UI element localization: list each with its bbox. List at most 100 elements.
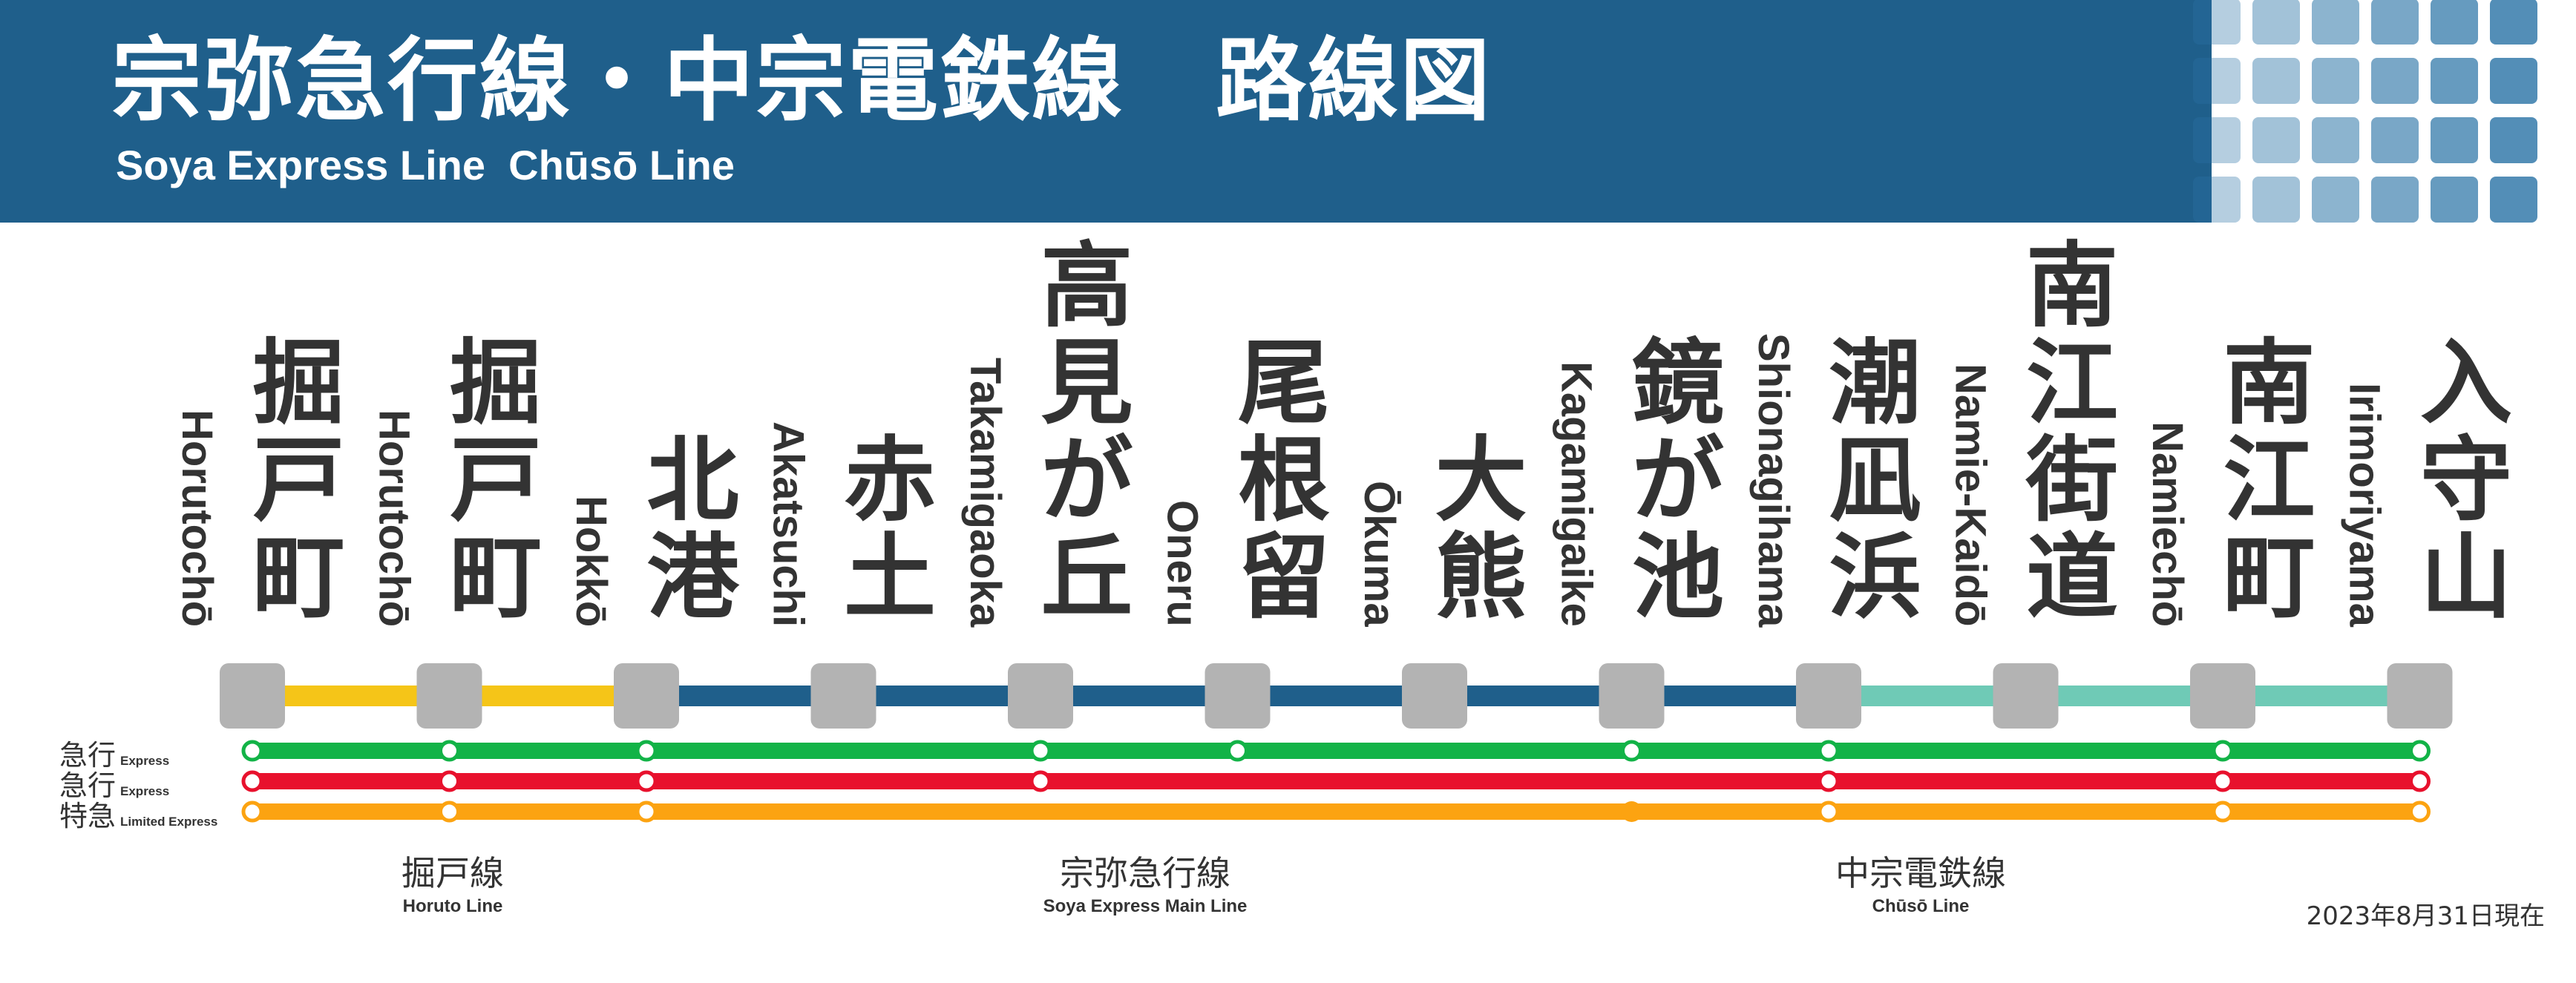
header-tile (2312, 177, 2359, 223)
track-segment (1270, 686, 1402, 706)
header-tile (2312, 0, 2359, 45)
service-name-ja: 急行 (59, 739, 117, 772)
header-tile (2490, 177, 2537, 223)
header-tile (2371, 117, 2419, 163)
header-tile (2431, 0, 2478, 45)
station-name-ja: 大熊 (1435, 427, 1527, 631)
header-tile (2252, 0, 2300, 45)
stop-marker (439, 770, 460, 792)
station-name-ja: 鏡が池 (1631, 330, 1724, 631)
stop-marker (1818, 800, 1840, 823)
header-tile (2371, 0, 2419, 45)
station-box (1993, 663, 2059, 729)
header-tile (2371, 58, 2419, 104)
station-box (614, 663, 679, 729)
station-name-en: Takamigaoka (961, 357, 1009, 627)
track-segment (482, 686, 614, 706)
station-name-en: Horutochō (173, 409, 221, 627)
header-tile (2490, 117, 2537, 163)
station-name-ja: 高見が丘 (1040, 233, 1133, 631)
station-name-en: Irimoriyama (2340, 383, 2389, 627)
track-segment (2058, 686, 2190, 706)
station-box (2387, 663, 2453, 729)
station-name-en: Shionagihama (1749, 332, 1797, 627)
stop-marker (1621, 801, 1642, 822)
section-name-en: Soya Express Main Line (1043, 896, 1248, 917)
station-box (1402, 663, 1467, 729)
station-name: Takamigaoka 高見が丘 (955, 233, 1152, 631)
stop-marker (635, 770, 658, 792)
station-name: Kagamigaike 鏡が池 (1547, 241, 1743, 631)
station-name-en: Namie-Kaidō (1946, 364, 1995, 627)
track-segment (876, 686, 1008, 706)
track-segment (1861, 686, 1993, 706)
page-subtitle: Soya Express Line Chūsō Line (116, 142, 735, 188)
section-name-en: Horuto Line (402, 896, 503, 917)
service-lines (241, 740, 2431, 823)
header-tile (2431, 58, 2478, 104)
header-tile (2252, 58, 2300, 104)
station-name-en: Horutochō (370, 409, 419, 627)
station-name: Ōkuma 大熊 (1349, 241, 1546, 631)
stop-marker (1818, 740, 1840, 762)
header-tile (2193, 117, 2241, 163)
station-box (1008, 663, 1073, 729)
track-segment (1467, 686, 1599, 706)
header-tile (2312, 117, 2359, 163)
station-box (2190, 663, 2255, 729)
section-name-ja: 宗弥急行線 (1060, 853, 1230, 893)
station-name-ja: 赤土 (843, 427, 936, 631)
station-name-ja: 尾根留 (1237, 330, 1330, 631)
stop-marker (1227, 740, 1248, 762)
station-name-ja: 北港 (646, 427, 739, 631)
as-of-date: 2023年8月31日現在 (2306, 901, 2545, 931)
header-tile (2431, 177, 2478, 223)
header-tile (2490, 0, 2537, 45)
stop-marker (241, 800, 263, 823)
header-tile (2371, 177, 2419, 223)
stop-marker (439, 800, 460, 823)
station-name: Horutochō 掘戸町 (167, 241, 364, 631)
header-tile (2193, 0, 2241, 45)
stop-marker (2409, 740, 2431, 762)
station-name-en: Akatsuchi (764, 421, 813, 627)
station-box (1796, 663, 1861, 729)
station-name-ja: 掘戸町 (252, 330, 345, 631)
header-tile (2193, 177, 2241, 223)
section-label: 掘戸線 Horuto Line (230, 853, 675, 919)
service-name-en: Limited Express (120, 815, 218, 829)
section-name-ja: 掘戸線 (402, 853, 504, 893)
stop-marker (635, 740, 658, 762)
header-tile (2252, 117, 2300, 163)
stop-marker (241, 740, 263, 762)
station-box (1599, 663, 1665, 729)
header-banner: 宗弥急行線・中宗電鉄線 路線図 Soya Express Line Chūsō … (0, 0, 2537, 223)
stop-marker (439, 740, 460, 762)
decorative-tile-pattern (2193, 0, 2537, 223)
station-box (220, 663, 285, 729)
station-name-ja: 潮凪浜 (1829, 330, 1921, 631)
service-name-ja: 急行 (59, 769, 117, 802)
station-name-en: Ōkuma (1355, 481, 1403, 627)
track-segment (679, 686, 811, 706)
stop-marker (2409, 770, 2431, 792)
section-name-en: Chūsō Line (1872, 896, 1970, 917)
stop-marker (2212, 770, 2234, 792)
service-name-ja: 特急 (59, 800, 117, 832)
service-name-en: Express (120, 784, 170, 798)
track-segment (1664, 686, 1796, 706)
track (220, 663, 2453, 729)
station-name-ja: 掘戸町 (449, 330, 542, 631)
stop-marker (1029, 740, 1052, 762)
service-name-en: Express (120, 754, 170, 768)
station-name-en: Kagamigaike (1552, 361, 1601, 627)
station-box (416, 663, 482, 729)
header-tile (2312, 58, 2359, 104)
section-label: 宗弥急行線 Soya Express Main Line (922, 853, 1368, 919)
